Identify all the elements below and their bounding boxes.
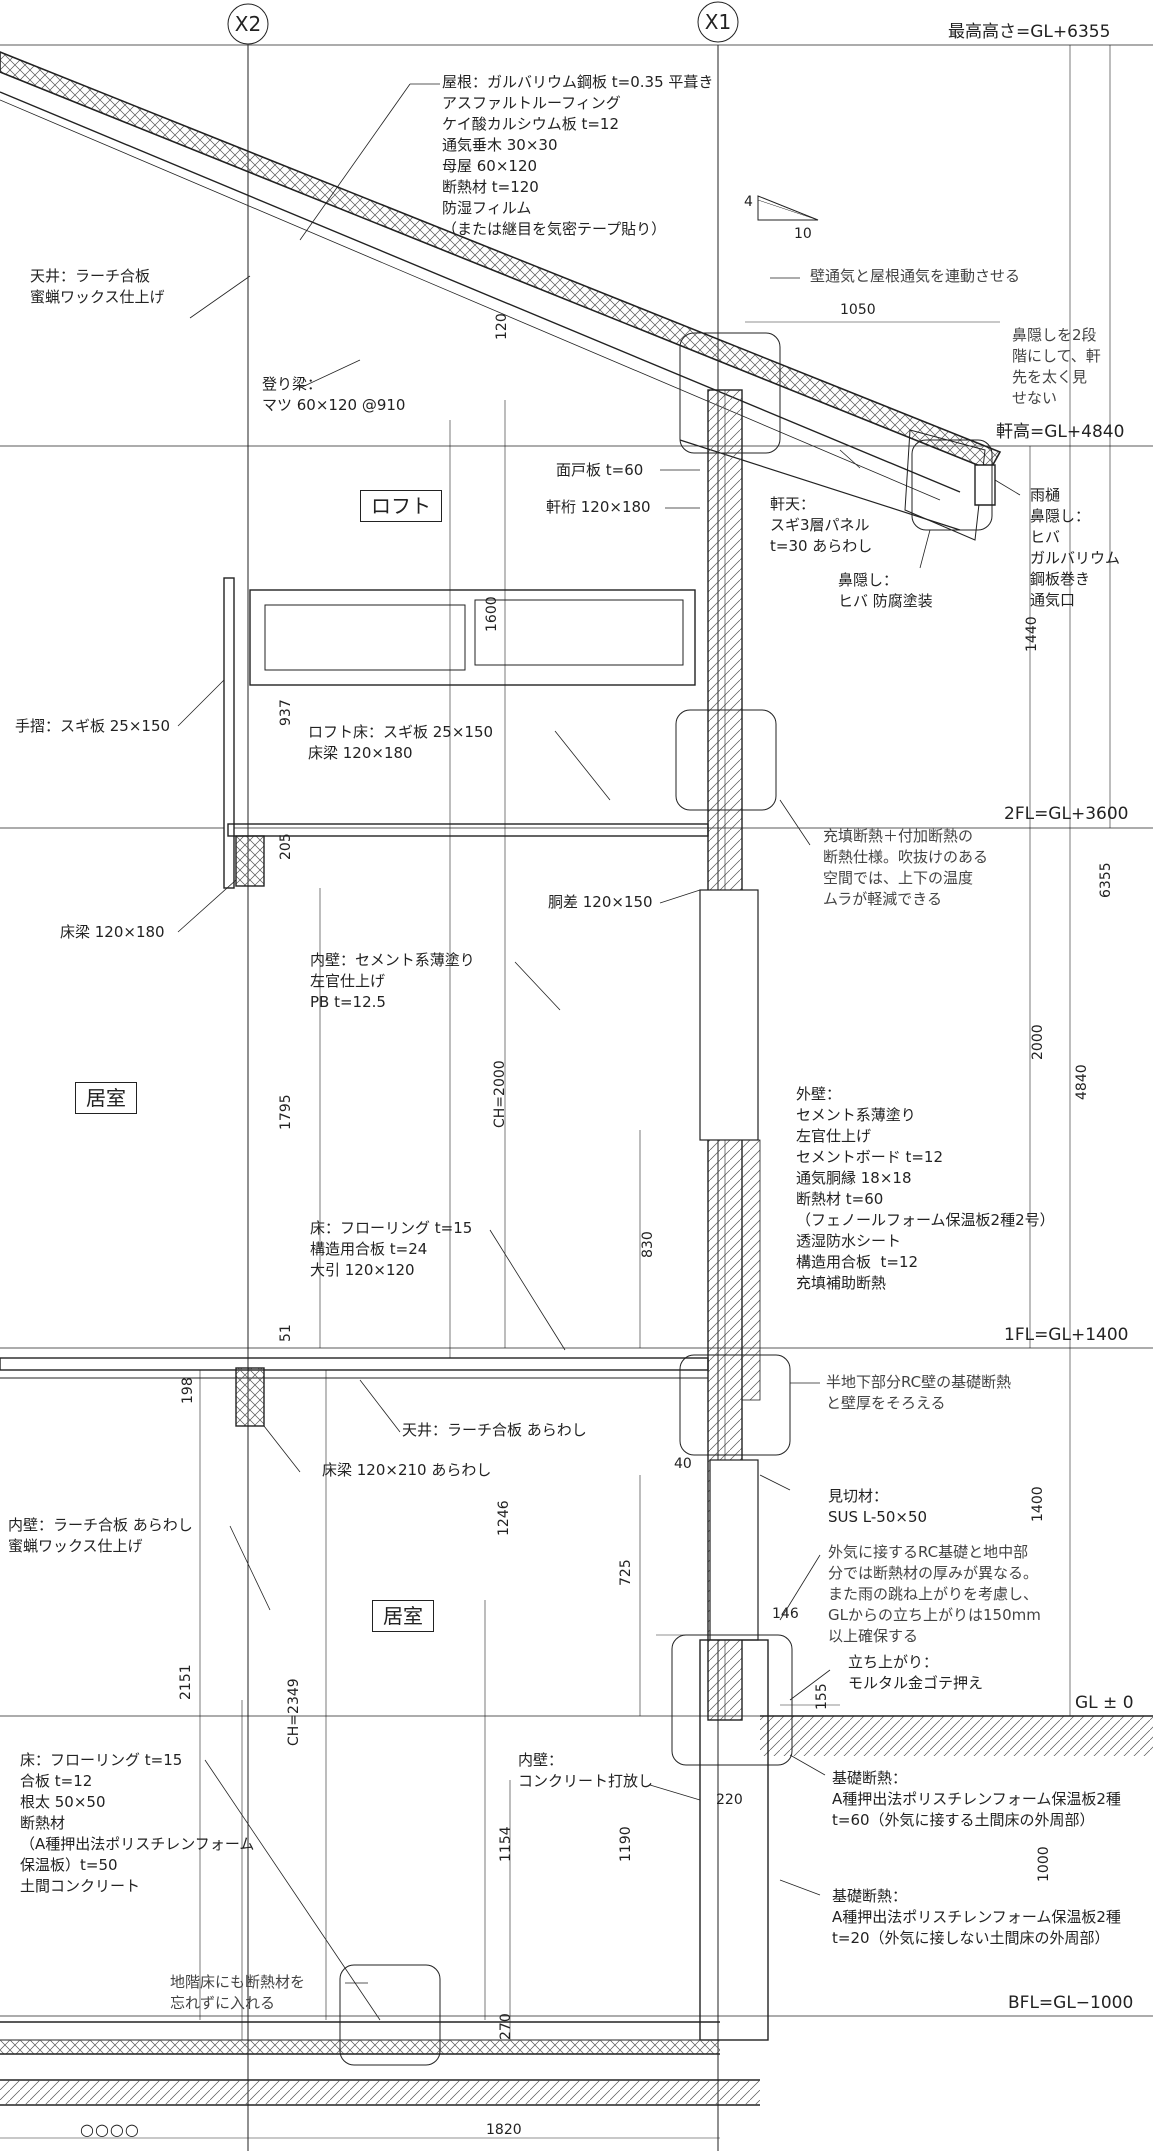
slope-rise: 4 [744,194,753,210]
label-mikiri: 見切材： SUS L-50×50 [828,1487,928,1526]
dim-1440: 1440 [1024,616,1040,652]
grid-bubble-x1 [697,1,739,43]
label-tachiagari: 立ち上がり： モルタル金ゴテ押え [848,1653,984,1692]
dimension-lines [0,45,1111,2139]
label-floor-beam-lower: 床梁 120×210 あらわし [322,1461,492,1479]
label-ceiling-upper: 天井：ラーチ合板 蜜蝋ワックス仕上げ [30,267,165,306]
dim-40: 40 [674,1456,692,1472]
label-foundation-ins1: 基礎断熱： A種押出法ポリスチレンフォーム保温板2種 t=60（外気に接する土間… [832,1769,1121,1829]
label-inner-wall-concrete: 内壁： コンクリート打放し [518,1751,654,1790]
dim-ch2000: CH=2000 [492,1060,508,1128]
room-label-upper: 居室 [75,1082,137,1114]
dim-198: 198 [180,1377,196,1404]
label-nokiten: 軒天： スギ3層パネル t=30 あらわし [770,495,873,555]
grid-bubble-x2 [227,3,269,45]
dim-1400: 1400 [1030,1486,1046,1522]
label-menado: 面戸板 t=60 [556,461,644,479]
slope-triangle [757,195,819,221]
grid-label-x1: X1 [704,10,732,34]
label-inner-wall-upper: 内壁：セメント系薄塗り 左官仕上げ PB t=12.5 [310,951,475,1011]
label-floor-upper: 床：フローリング t=15 構造用合板 t=24 大引 120×120 [310,1219,473,1279]
label-rafter: 登り梁： マツ 60×120 @910 [262,375,406,414]
dim-1154: 1154 [498,1826,514,1862]
handrail [223,577,235,889]
label-floor-beam-upper: 床梁 120×180 [60,923,165,941]
ground-and-foundation [0,1639,1153,2106]
dim-4840: 4840 [1074,1064,1090,1100]
label-handrail: 手摺：スギ板 25×150 [15,717,171,735]
label-hanakakushi-wood: 鼻隠し： ヒバ 防腐塗装 [838,571,933,610]
room-label-lower: 居室 [372,1600,434,1632]
dim-937: 937 [278,699,294,726]
dim-1000: 1000 [1036,1846,1052,1882]
label-basement-floor-note: 地階床にも断熱材を 忘れずに入れる [170,1973,306,2012]
dim-146: 146 [772,1606,799,1622]
label-foundation-ins2: 基礎断熱： A種押出法ポリスチレンフォーム保温板2種 t=20（外気に接しない土… [832,1887,1121,1947]
label-outer-wall: 外壁： セメント系薄塗り 左官仕上げ セメントボード t=12 通気胴縁 18×… [796,1085,1055,1292]
dim-2000: 2000 [1030,1024,1046,1060]
dim-1050: 1050 [840,302,876,318]
level-1fl: 1FL=GL+1400 [1004,1325,1129,1345]
dim-270: 270 [498,2013,514,2040]
grid-label-x2: X2 [234,12,262,36]
label-ventilation: 壁通気と屋根通気を連動させる [810,267,1021,285]
roof-section [0,51,1002,541]
dim-6355: 6355 [1098,862,1114,898]
label-eaves-detail: 雨樋 鼻隠し： ヒバ ガルバリウム 鋼板巻き 通気口 [1030,486,1121,609]
label-basement-note: 半地下部分RC壁の基礎断熱 と壁厚をそろえる [826,1373,1012,1412]
dim-155: 155 [814,1683,830,1710]
dim-1246: 1246 [496,1500,512,1536]
dim-120: 120 [494,313,510,340]
loft-window [249,589,696,686]
label-dosa: 胴差 120×150 [548,893,653,911]
callout-bubbles [339,332,993,2066]
label-loft-floor: ロフト床：スギ板 25×150 床梁 120×180 [308,723,494,762]
dim-1600: 1600 [484,596,500,632]
dim-220: 220 [716,1792,743,1808]
label-floor-lower: 床：フローリング t=15 合板 t=12 根太 50×50 断熱材 （A種押出… [20,1751,255,1895]
slope-run: 10 [794,226,812,242]
exterior-wall [699,389,761,1721]
loft-floor [227,823,709,887]
dim-1190: 1190 [618,1826,634,1862]
label-exterior-note: 外気に接するRC基礎と地中部 分では断熱材の厚みが異なる。 また雨の跳ね上がりを… [828,1543,1041,1645]
dim-1795: 1795 [278,1094,294,1130]
leader-lines [177,83,1021,2021]
label-nose-note: 鼻隠しを2段 階にして、軒 先を太く見 せない [1012,326,1101,407]
level-eave: 軒高=GL+4840 [996,422,1125,442]
level-gl: GL ± 0 [1075,1693,1134,1713]
dim-circles: ○○○○ [80,2120,140,2139]
label-inner-wall-lower: 内壁：ラーチ合板 あらわし 蜜蝋ワックス仕上げ [8,1516,193,1555]
level-bfl: BFL=GL−1000 [1008,1993,1134,2013]
dim-ch2349: CH=2349 [286,1678,302,1746]
level-max-height: 最高高さ=GL+6355 [948,22,1111,42]
label-nokigeta: 軒桁 120×180 [546,498,651,516]
label-insulation-note: 充填断熱＋付加断熱の 断熱仕様。吹抜けのある 空間では、上下の温度 ムラが軽減で… [823,827,989,908]
dim-830: 830 [640,1231,656,1258]
room-label-loft: ロフト [360,490,442,522]
dim-51: 51 [278,1324,294,1342]
dim-205: 205 [278,833,294,860]
level-2fl: 2FL=GL+3600 [1004,804,1129,824]
dim-1820: 1820 [486,2122,522,2138]
dim-725: 725 [618,1559,634,1586]
dim-2151: 2151 [178,1664,194,1700]
label-ceiling-lower: 天井：ラーチ合板 あらわし [402,1421,587,1439]
label-roof: 屋根：ガルバリウム鋼板 t=0.35 平葺き アスファルトルーフィング ケイ酸カ… [442,73,714,238]
first-floor [0,1357,709,1427]
